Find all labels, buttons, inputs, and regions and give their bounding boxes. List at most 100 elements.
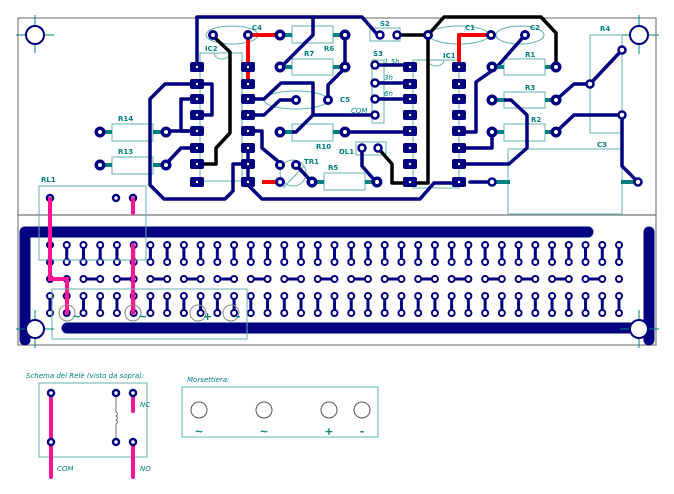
terminal-symbol: ~ [259, 425, 268, 438]
r1-label: R1 [525, 51, 535, 59]
c3-outline [507, 148, 623, 215]
rl1-pad [111, 193, 121, 203]
breadboard-hole [430, 258, 439, 266]
breadboard-hole [397, 309, 406, 317]
breadboard-hole [514, 275, 523, 283]
pad-hole [310, 180, 314, 184]
pad-hole [278, 180, 282, 184]
c2-label: C2 [530, 24, 540, 32]
pad-hole [457, 129, 461, 133]
breadboard-hole [313, 309, 322, 317]
breadboard-hole [313, 275, 322, 283]
breadboard-hole [380, 241, 389, 249]
breadboard-hole [163, 292, 172, 300]
pad-hole [408, 97, 412, 101]
c1-label: C1 [465, 24, 475, 32]
breadboard-hole [581, 309, 590, 317]
breadboard-hole [196, 241, 205, 249]
terminal-symbol: - [360, 425, 365, 438]
breadboard-hole [581, 258, 590, 266]
breadboard-hole [196, 275, 205, 283]
breadboard-hole [213, 241, 222, 249]
relay-com-label: COM [57, 465, 73, 473]
breadboard-hole [297, 292, 306, 300]
r3-label: R3 [525, 84, 535, 92]
terminal-symbol: + [324, 425, 333, 438]
r7-label: R7 [304, 50, 314, 58]
breadboard-hole [615, 309, 623, 317]
relay-pin [46, 437, 56, 447]
r10-label: R10 [316, 143, 331, 151]
s3-pos-2: 3h [384, 74, 393, 82]
breadboard-hole [163, 275, 172, 283]
pad-hole [490, 98, 494, 102]
relay-coil-icon [115, 394, 118, 442]
pad-hole [195, 129, 199, 133]
pad-hole [554, 98, 558, 102]
tr1-label: TR1 [304, 158, 319, 166]
rl1-label: RL1 [41, 176, 56, 184]
pad-hole [408, 113, 412, 117]
breadboard-hole [430, 241, 439, 249]
pad-hole [408, 162, 412, 166]
breadboard-hole [347, 275, 356, 283]
dl1-label: DL1 [339, 148, 354, 156]
breadboard-hole [196, 258, 205, 266]
breadboard-hole [447, 292, 456, 300]
breadboard-hole [347, 258, 356, 266]
board-terminal-symbol: + [203, 310, 212, 323]
breadboard-hole [514, 241, 523, 249]
breadboard-hole [481, 258, 490, 266]
breadboard-hole [112, 275, 121, 283]
relay-pin [128, 388, 138, 398]
terminal-screw-icon [353, 401, 371, 419]
pad-hole [408, 129, 412, 133]
component-pads [94, 29, 643, 188]
breadboard-hole [280, 258, 289, 266]
pad-hole [326, 98, 330, 102]
breadboard-hole [397, 292, 406, 300]
breadboard-hole [297, 241, 306, 249]
breadboard-hole [112, 309, 121, 317]
terminal-block-terminals: ~ ~ + - [190, 401, 371, 438]
breadboard-hole [330, 309, 339, 317]
ring-pad [633, 177, 643, 187]
breadboard-hole [297, 258, 306, 266]
pad-hole [343, 33, 347, 37]
breadboard-hole [246, 275, 255, 283]
ring-pad [617, 110, 627, 120]
breadboard-hole [380, 275, 389, 283]
board-terminal-ring [124, 304, 142, 322]
pad-hole [408, 146, 412, 150]
pad-hole [246, 129, 250, 133]
relay-nc-label: NC [140, 401, 150, 409]
breadboard-hole [363, 241, 372, 249]
s3-pos-3: 6h [384, 90, 393, 98]
breadboard-hole [363, 292, 372, 300]
pad-hole [195, 113, 199, 117]
board-terminal-symbol: ~ [138, 310, 147, 323]
breadboard-hole [313, 292, 322, 300]
r4-outline [589, 34, 623, 134]
pad-hole [211, 33, 215, 37]
breadboard-hole [414, 241, 423, 249]
board-edge-bottom [17, 214, 657, 346]
breadboard-hole [163, 241, 172, 249]
pad-hole [375, 180, 379, 184]
pad-hole [426, 33, 430, 37]
breadboard-hole [96, 275, 105, 283]
terminal-symbol: ~ [194, 425, 203, 438]
breadboard-hole [146, 292, 155, 300]
breadboard-hole [330, 275, 339, 283]
r6-label: R6 [324, 45, 334, 53]
pad-hole [294, 163, 298, 167]
mounting-hole-bottom-left [16, 310, 54, 348]
ring-pad [370, 60, 380, 70]
breadboard-hole [581, 275, 590, 283]
board-terminal-symbol: ~ [72, 310, 81, 323]
r13-label: R13 [118, 148, 133, 156]
breadboard-hole [263, 241, 272, 249]
r13-outline [111, 156, 154, 175]
breadboard-hole [531, 258, 540, 266]
breadboard-hole [246, 241, 255, 249]
